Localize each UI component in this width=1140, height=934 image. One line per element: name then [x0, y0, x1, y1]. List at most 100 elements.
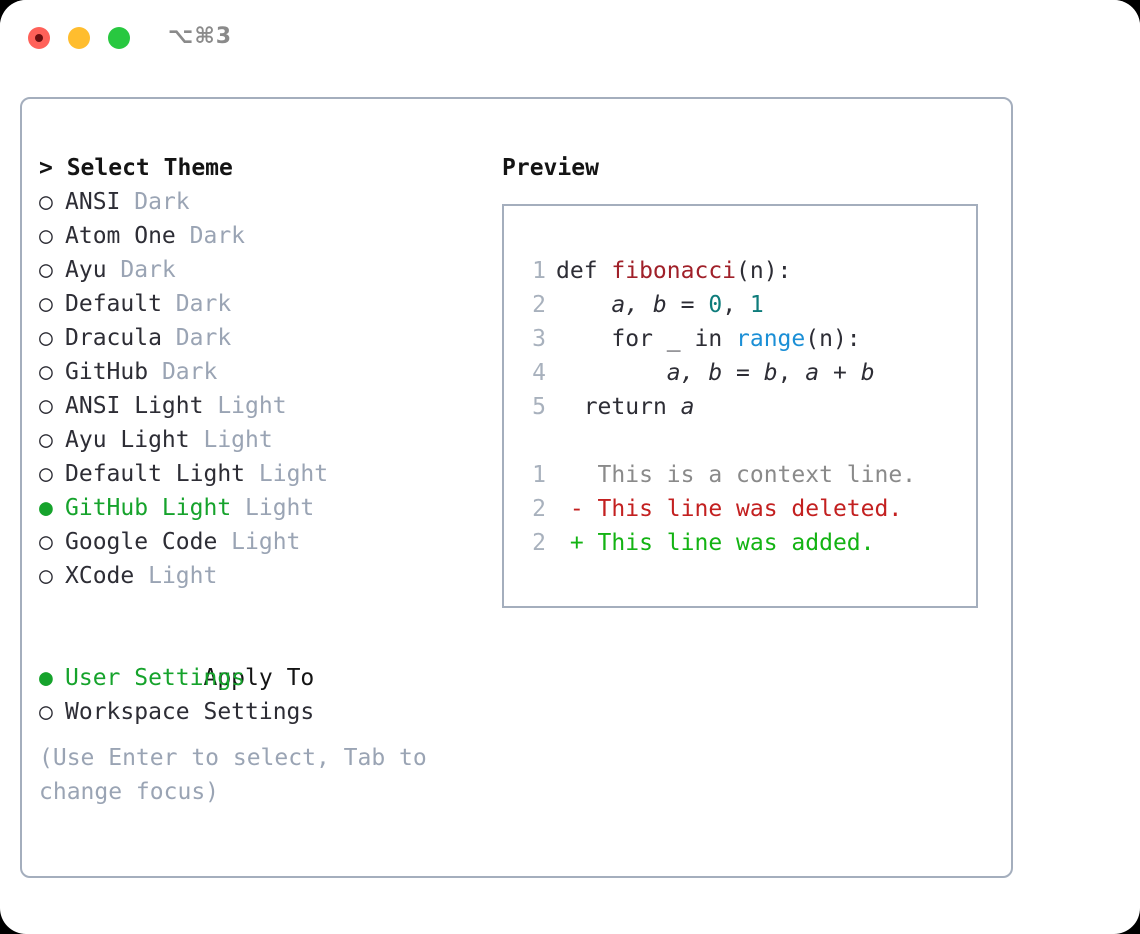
section-spacer [39, 593, 479, 627]
code-token: , [777, 360, 806, 386]
theme-option-dracula[interactable]: ○Dracula Dark [39, 321, 479, 355]
theme-option-variant-tag: Light [245, 495, 315, 521]
code-token: a, b [666, 360, 723, 386]
code-token: fibonacci [611, 258, 737, 284]
theme-option-label: XCode [65, 563, 149, 589]
code-line-number: 1 [532, 258, 546, 284]
theme-option-label: GitHub [65, 359, 162, 385]
code-token: = [666, 292, 709, 318]
theme-options-list[interactable]: ○ ANSI Dark ○ Atom One Dark ○ Ayu Dark ○Defaul… [39, 185, 479, 593]
radio-unselected-icon: ○ [39, 427, 53, 453]
radio-unselected-icon: ○ [39, 325, 53, 351]
select-theme-heading: > Select Theme [39, 155, 233, 181]
theme-option-label: Atom One [65, 223, 190, 249]
apply-to-heading: Apply To [39, 627, 479, 691]
theme-option-variant-tag: Dark [175, 325, 232, 351]
code-line-number: 4 [532, 360, 546, 386]
theme-option-default[interactable]: ○Default Dark [39, 287, 479, 321]
preview-heading: Preview [502, 155, 599, 181]
code-token: def [556, 258, 612, 284]
radio-unselected-icon: ○ [39, 393, 53, 419]
theme-option-variant-tag: Light [231, 529, 301, 555]
theme-option-label: Ayu Light [65, 427, 204, 453]
theme-option-variant-tag: Dark [189, 223, 246, 249]
code-line: 3 for _ in range(n): [518, 322, 976, 356]
radio-unselected-icon: ○ [39, 189, 53, 215]
code-token: a [805, 360, 820, 386]
apply-to-option-label: Workspace Settings [65, 699, 315, 725]
code-token: b [860, 360, 875, 386]
theme-option-github-light[interactable]: ●GitHub Light Light [39, 491, 479, 525]
code-token: a [680, 394, 695, 420]
radio-unselected-icon: ○ [39, 563, 53, 589]
theme-option-variant-tag: Light [203, 427, 273, 453]
radio-unselected-icon: ○ [39, 257, 53, 283]
radio-unselected-icon: ○ [39, 359, 53, 385]
diff-line-text: This is a context line. [556, 462, 917, 488]
theme-selection-column: > Select Theme ○ANSI Dark○Atom One Dark○… [39, 151, 479, 809]
diff-line-del: 2 - This line was deleted. [518, 492, 976, 526]
theme-option-ansi[interactable]: ○ ANSI Dark [39, 185, 479, 219]
diff-line-number: 1 [532, 462, 546, 488]
radio-unselected-icon: ○ [39, 223, 53, 249]
theme-option-variant-tag: Light [148, 563, 218, 589]
apply-to-option-workspace-settings[interactable]: ○ Workspace Settings [39, 695, 479, 729]
theme-option-atom-one[interactable]: ○ Atom One Dark [39, 219, 479, 253]
theme-option-xcode[interactable]: ○ XCode Light [39, 559, 479, 593]
main-panel: > Select Theme ○ANSI Dark○Atom One Dark○… [20, 97, 1013, 878]
code-token: return [583, 394, 681, 420]
code-token: + [819, 360, 861, 386]
radio-unselected-icon: ○ [39, 461, 53, 487]
panel-columns: > Select Theme ○ANSI Dark○Atom One Dark○… [22, 99, 1011, 876]
theme-option-default-light[interactable]: ○Default Light Light [39, 457, 479, 491]
radio-selected-icon: ● [39, 495, 53, 521]
minimize-window-button[interactable] [68, 27, 90, 49]
theme-option-label: Google Code [65, 529, 232, 555]
code-token: 0 [708, 292, 723, 318]
apply-to-option-user-settings[interactable]: ●User Settings [39, 661, 479, 695]
apply-to-option-label: User Settings [65, 665, 246, 691]
code-diff-separator [518, 424, 976, 458]
diff-line-number: 2 [532, 530, 546, 556]
theme-option-ayu[interactable]: ○ Ayu Dark [39, 253, 479, 287]
maximize-window-button[interactable] [108, 27, 130, 49]
theme-option-label: ANSI Light [65, 393, 218, 419]
apply-to-heading-label: Apply To [203, 665, 315, 691]
keyboard-shortcut-label: ⌥⌘3 [168, 24, 233, 49]
theme-option-variant-tag: Light [217, 393, 287, 419]
theme-option-ansi-light[interactable]: ○ ANSI Light Light [39, 389, 479, 423]
code-line: 2 a, b = 0, 1 [518, 288, 976, 322]
close-window-button[interactable] [28, 27, 50, 49]
diff-line-number: 2 [532, 496, 546, 522]
code-line: 1 def fibonacci(n): [518, 254, 976, 288]
code-line: 5 return a [518, 390, 976, 424]
code-line: 4 a, b = b, a + b [518, 356, 976, 390]
radio-unselected-icon: ○ [39, 291, 53, 317]
code-token: 1 [749, 292, 764, 318]
diff-line-add: 2 + This line was added. [518, 526, 976, 560]
theme-option-label: Ayu [65, 257, 121, 283]
apply-to-options-list[interactable]: ●User Settings ○ Workspace Settings [39, 661, 479, 729]
theme-option-ayu-light[interactable]: ○ Ayu Light Light [39, 423, 479, 457]
diff-sample: 1 This is a context line.2 - This line w… [518, 458, 976, 560]
diff-line-text: + This line was added. [556, 530, 875, 556]
title-bar: ⌥⌘3 [0, 0, 1140, 76]
code-token: a, b [611, 292, 667, 318]
theme-option-variant-tag: Dark [120, 257, 176, 283]
theme-option-github[interactable]: ○GitHub Dark [39, 355, 479, 389]
code-token: , [722, 292, 750, 318]
code-token: (n): [736, 258, 792, 284]
theme-option-google-code[interactable]: ○ Google Code Light [39, 525, 479, 559]
radio-unselected-icon: ○ [39, 529, 53, 555]
code-line-number: 5 [532, 394, 546, 420]
code-token: = [722, 360, 764, 386]
diff-line-ctx: 1 This is a context line. [518, 458, 976, 492]
help-hint-text: (Use Enter to select, Tab to change focu… [39, 745, 441, 805]
radio-unselected-icon: ○ [39, 699, 53, 725]
theme-option-label: ANSI [65, 189, 135, 215]
theme-option-variant-tag: Dark [134, 189, 190, 215]
